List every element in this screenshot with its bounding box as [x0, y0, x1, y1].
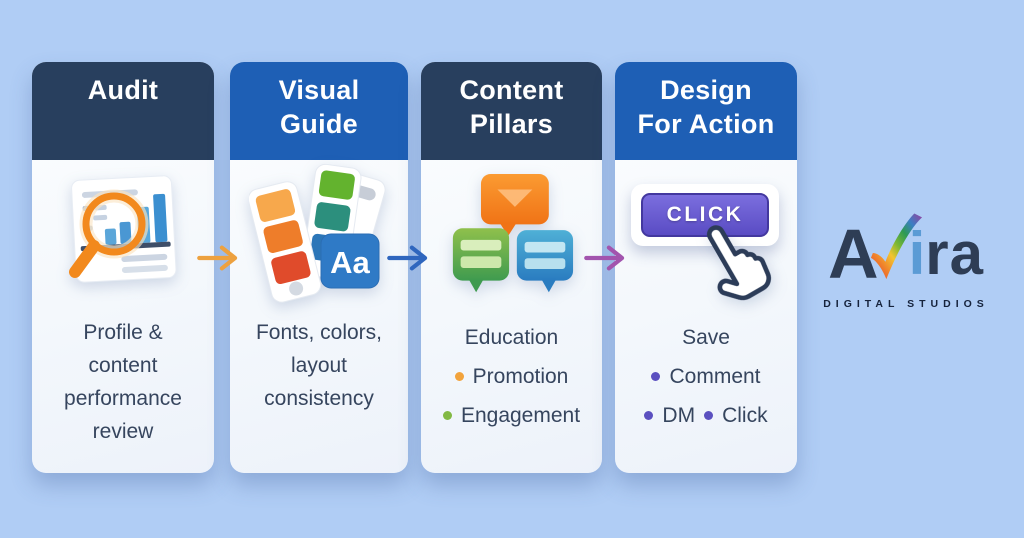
design-for-action-list: Save Comment DM Click: [615, 318, 797, 435]
click-button-cursor-icon: CLICK: [626, 174, 786, 304]
card-content-pillars-header: Content Pillars: [421, 62, 602, 160]
list-item-label: Education: [464, 325, 559, 349]
logo-subtitle: DIGITAL STUDIOS: [823, 298, 989, 310]
magnifier-glass: [69, 189, 149, 278]
card-visual-guide-title: Visual Guide: [278, 75, 360, 139]
avira-wordmark: A i ra: [806, 210, 1006, 294]
chat-bubbles-icon: [452, 173, 573, 293]
orange-bullet-icon: [454, 372, 464, 381]
list-item-label: Promotion: [472, 364, 569, 388]
rainbow-check-icon: [870, 213, 922, 280]
purple-bullet-icon: [704, 411, 714, 420]
flow-arrow-1-icon: [197, 245, 238, 271]
color-swatches-typography-icon: Aa: [249, 163, 386, 303]
card-content-pillars: Content Pillars: [421, 62, 602, 473]
card-audit-description: Profile & content performance review: [64, 321, 182, 443]
list-item: DM Click: [615, 396, 797, 435]
purple-bullet-icon: [651, 372, 661, 381]
list-item: Save: [615, 318, 797, 357]
card-visual-guide-header: Visual Guide: [230, 62, 408, 160]
hand-cursor-icon: [706, 225, 772, 301]
list-item-label: DM: [662, 403, 696, 427]
card-audit-icon-area: [32, 160, 214, 312]
green-chat-bubble: [452, 228, 509, 293]
list-item: Engagement: [421, 396, 602, 435]
avira-logo: A i ra DIGITAL STUDIOS: [806, 210, 1006, 310]
list-item: Promotion: [421, 357, 602, 396]
purple-bullet-icon: [644, 411, 654, 420]
card-design-for-action-icon-area: CLICK: [615, 160, 797, 312]
list-item-label: Save: [682, 325, 730, 349]
blue-chat-bubble: [516, 230, 573, 293]
logo-letters-ra: ra: [925, 220, 984, 287]
content-pillars-list: Education Promotion Engagement: [421, 318, 602, 435]
magnifier-analytics-icon: [69, 175, 177, 283]
list-item: Comment: [615, 357, 797, 396]
green-bullet-icon: [442, 411, 452, 420]
card-content-pillars-title: Content Pillars: [459, 75, 564, 139]
logo-letter-i: i: [908, 220, 926, 287]
list-item: Education: [421, 318, 602, 357]
list-item-label: Engagement: [460, 403, 581, 427]
card-design-for-action: Design For Action CLICK Save Comment DM …: [615, 62, 797, 473]
list-item-label: Click: [722, 403, 768, 427]
flow-arrow-2-icon: [387, 245, 428, 271]
card-audit-title: Audit: [87, 75, 159, 105]
list-item-label: Comment: [669, 364, 761, 388]
card-visual-guide-description: Fonts, colors, layout consistency: [255, 321, 383, 410]
aa-sample-text: Aa: [330, 245, 370, 280]
card-visual-guide-icon-area: Aa: [230, 160, 408, 312]
flow-arrow-3-icon: [584, 245, 625, 271]
click-button-base: CLICK: [631, 184, 779, 246]
orange-chat-bubble: [480, 173, 549, 236]
card-audit: Audit: [32, 62, 214, 473]
card-visual-guide: Visual Guide Aa: [230, 62, 408, 473]
card-design-for-action-header: Design For Action: [615, 62, 797, 160]
card-audit-header: Audit: [32, 62, 214, 160]
logo-letter-a: A: [828, 215, 879, 293]
typography-tile: Aa: [320, 233, 380, 289]
card-design-for-action-title: Design For Action: [637, 75, 775, 139]
click-button-illustration: CLICK: [641, 193, 769, 237]
card-content-pillars-icon-area: [421, 160, 602, 312]
orange-swatch-fan: [249, 181, 322, 303]
